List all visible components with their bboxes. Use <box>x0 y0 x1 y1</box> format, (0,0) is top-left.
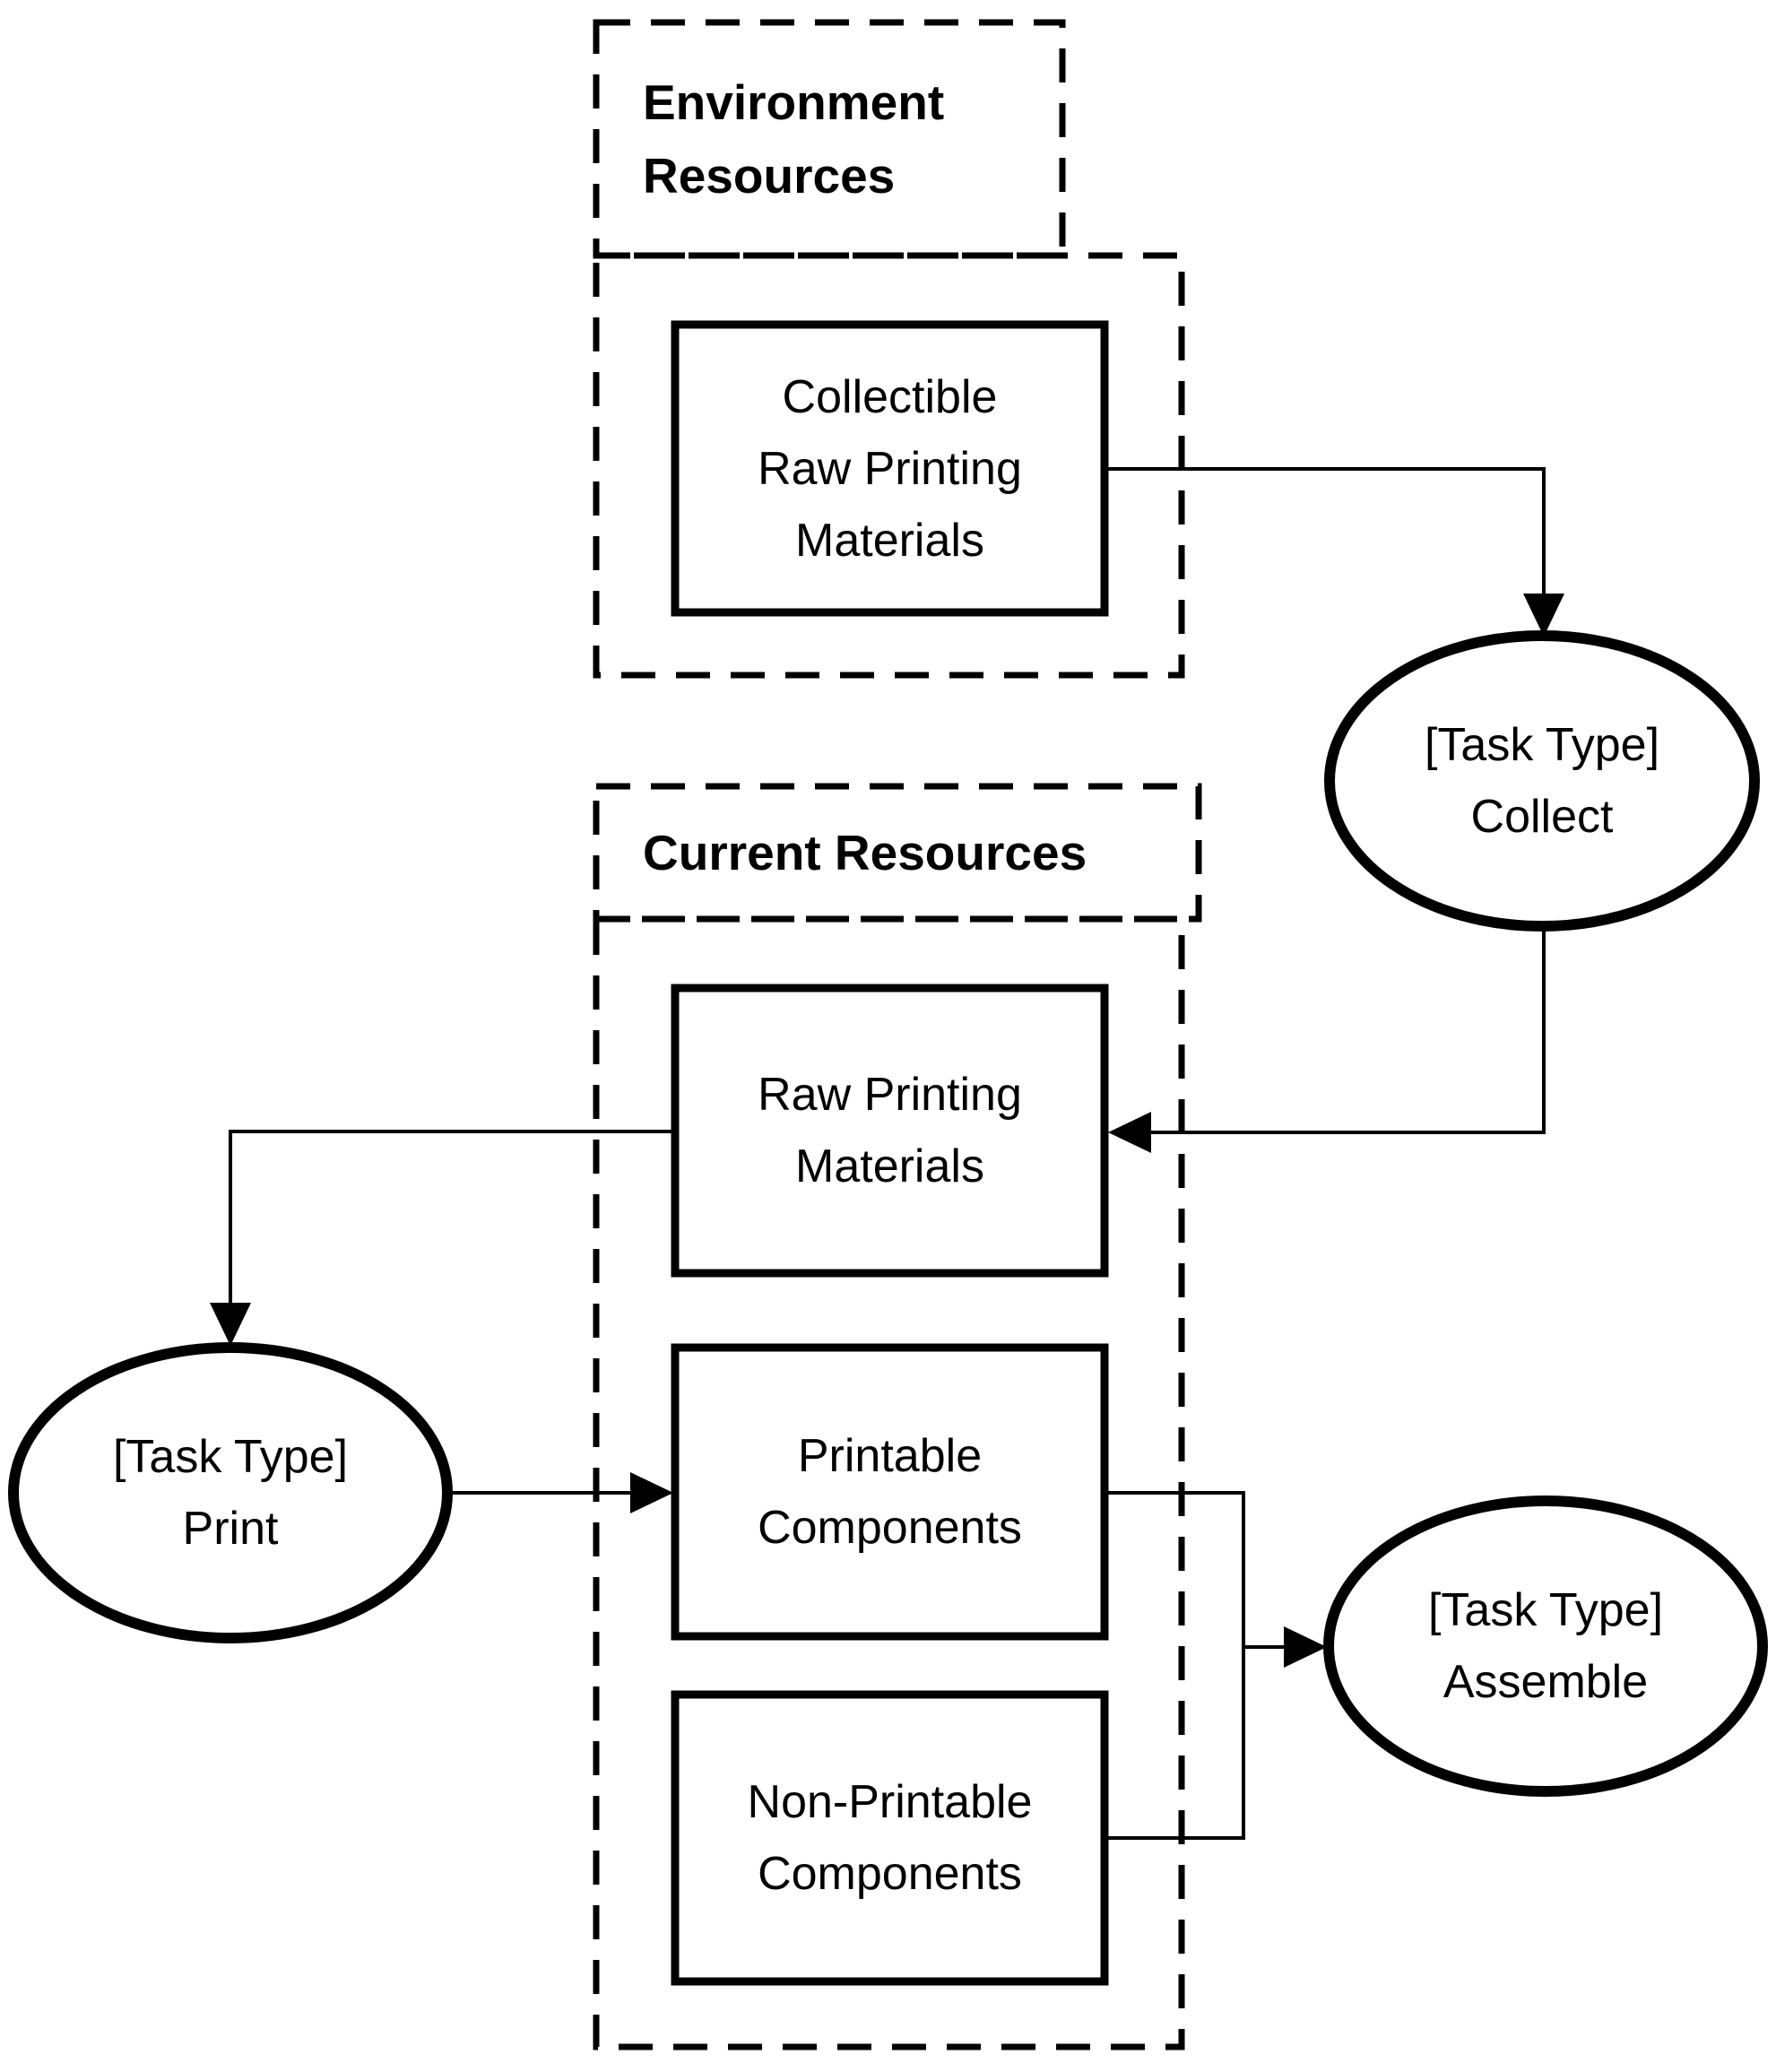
collect-to-raw-materials-arrowhead <box>1108 1112 1151 1153</box>
raw-materials-label-line1: Raw Printing <box>758 1069 1022 1121</box>
raw-materials-label-line2: Materials <box>795 1140 984 1192</box>
collect-to-raw-materials-arrow <box>1149 926 1546 1134</box>
raw-printing-materials-box <box>671 984 1109 1278</box>
task-assemble-label-line2: Assemble <box>1442 1656 1649 1708</box>
printable-label-line2: Components <box>758 1502 1022 1554</box>
non-printable-components-label: Non-Printable Components <box>675 1695 1105 1981</box>
task-assemble-label-line1: [Task Type] <box>1427 1584 1664 1636</box>
non-printable-label-line1: Non-Printable <box>747 1776 1033 1828</box>
printable-label-line1: Printable <box>797 1430 983 1482</box>
current-resources-title-text: Current Resources <box>643 825 1087 880</box>
current-resources-title-box <box>593 783 1202 923</box>
collectible-to-collect-arrow <box>1105 467 1546 599</box>
components-to-assemble-arrowhead <box>1284 1626 1327 1668</box>
components-junction-line <box>1105 1491 1245 1840</box>
collectible-label-line1: Collectible <box>782 370 998 423</box>
task-collect-ellipse <box>1324 630 1760 932</box>
task-assemble-ellipse <box>1323 1495 1768 1797</box>
task-print-label-line2: Print <box>182 1503 279 1555</box>
task-collect-label-line1: [Task Type] <box>1424 719 1660 771</box>
current-resources-group-box <box>593 915 1185 2050</box>
environment-resources-title: Environment Resources <box>596 22 1062 256</box>
non-printable-label-line2: Components <box>758 1848 1022 1900</box>
raw-materials-to-print-arrowhead <box>210 1303 251 1346</box>
task-print-label: [Task Type] Print <box>13 1348 447 1638</box>
collectible-label-line2: Raw Printing <box>758 442 1022 495</box>
printable-components-label: Printable Components <box>675 1348 1105 1636</box>
environment-resources-group-box <box>593 252 1185 679</box>
task-print-ellipse <box>8 1342 453 1643</box>
raw-printing-materials-label: Raw Printing Materials <box>675 988 1105 1273</box>
task-collect-label: [Task Type] Collect <box>1330 636 1754 926</box>
current-resources-title: Current Resources <box>596 786 1199 919</box>
printable-components-box <box>671 1343 1109 1641</box>
collectible-raw-printing-materials-box <box>671 320 1109 617</box>
print-to-printable-arrowhead <box>630 1472 673 1513</box>
environment-resources-title-line2: Resources <box>643 148 896 204</box>
raw-materials-to-print-arrow <box>229 1130 675 1305</box>
collectible-label-line3: Materials <box>795 514 984 567</box>
collectible-to-collect-arrowhead <box>1523 594 1564 637</box>
task-collect-label-line2: Collect <box>1470 791 1614 843</box>
task-print-label-line1: [Task Type] <box>112 1431 349 1483</box>
task-assemble-label: [Task Type] Assemble <box>1329 1501 1763 1791</box>
non-printable-components-box <box>671 1690 1109 1986</box>
environment-resources-title-line1: Environment <box>643 74 945 130</box>
collectible-raw-printing-materials-label: Collectible Raw Printing Materials <box>675 325 1105 612</box>
